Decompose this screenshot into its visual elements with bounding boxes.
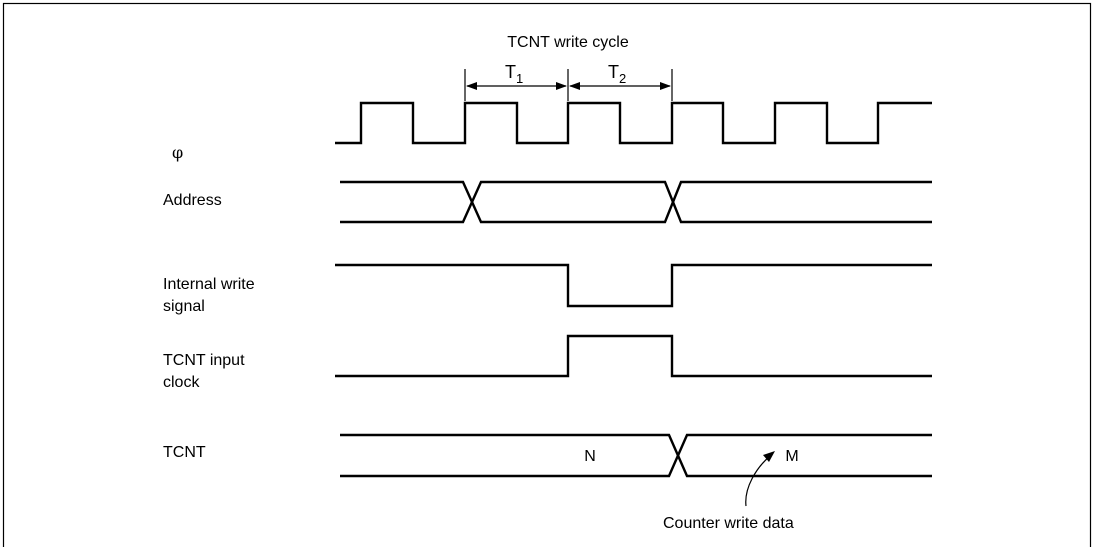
- waveform-input-clock: [335, 334, 932, 378]
- waveform-tcnt-lower: [340, 433, 932, 478]
- annotation-arrowhead: [763, 451, 775, 462]
- signal-label-input-clock-line1: TCNT input: [163, 352, 245, 369]
- signal-label-write-signal: Internal write signal: [163, 276, 259, 315]
- signal-label-input-clock: TCNT input clock: [163, 352, 249, 391]
- diagram-title: TCNT write cycle: [507, 34, 629, 51]
- waveform-tcnt-upper: [340, 433, 932, 478]
- annotation-pointer-line: [745, 455, 771, 507]
- t2-arrow-right: [660, 82, 671, 90]
- tcnt-value-after: M: [785, 448, 798, 465]
- signal-label-write-signal-line1: Internal write: [163, 276, 255, 293]
- signal-label-tcnt: TCNT: [163, 444, 206, 461]
- t1-label: T1: [505, 62, 523, 86]
- waveform-address-upper: [340, 180, 932, 224]
- t1-arrow-left: [466, 82, 477, 90]
- tcnt-value-before: N: [584, 448, 596, 465]
- signal-label-input-clock-line2: clock: [163, 374, 200, 391]
- t2-arrow-left: [569, 82, 580, 90]
- waveform-phi: [335, 101, 932, 145]
- signal-label-write-signal-line2: signal: [163, 298, 205, 315]
- waveform-write-signal: [335, 263, 932, 308]
- t2-label: T2: [608, 62, 626, 86]
- annotation-counter-write-data: Counter write data: [663, 515, 794, 532]
- signal-label-address: Address: [163, 192, 222, 209]
- t1-arrow-right: [556, 82, 567, 90]
- cycle-markers: T1 T2: [464, 62, 673, 101]
- signal-label-phi: φ: [172, 143, 183, 162]
- waveform-address-lower: [340, 180, 932, 224]
